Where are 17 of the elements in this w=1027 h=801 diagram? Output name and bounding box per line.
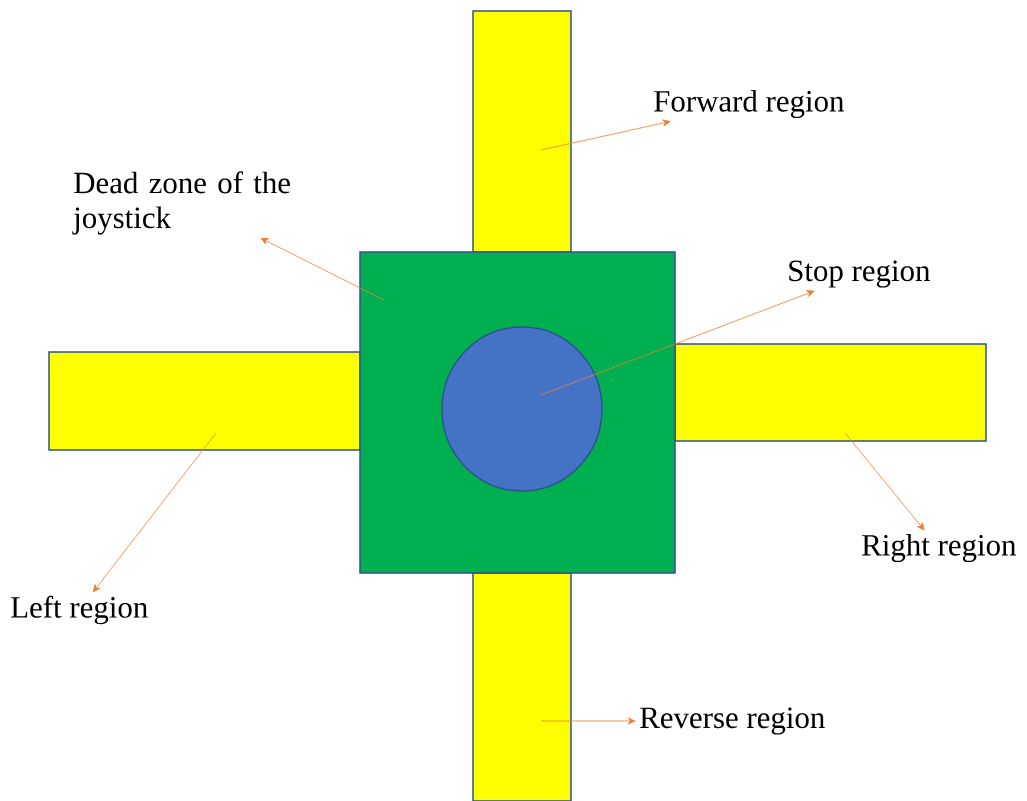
region-label: Right region [862, 533, 1017, 563]
leader-arrow [844, 432, 925, 531]
bar-shape [472, 10, 572, 253]
leader-arrow [92, 432, 217, 593]
region-label: Forward region [654, 89, 844, 119]
bar-shape [48, 351, 361, 451]
leader-arrow [540, 290, 815, 396]
leader-arrow [540, 119, 671, 151]
circle-shape [441, 326, 603, 492]
region-label: Reverse region [640, 707, 825, 735]
leader-arrow [260, 237, 385, 301]
region-label: Dead zone of the joystick [72, 171, 290, 235]
region-label: Left region [11, 595, 148, 625]
bar-shape [674, 343, 987, 442]
region-label: Stop region [789, 260, 930, 288]
leader-arrow [540, 717, 636, 725]
bar-shape [472, 572, 572, 801]
